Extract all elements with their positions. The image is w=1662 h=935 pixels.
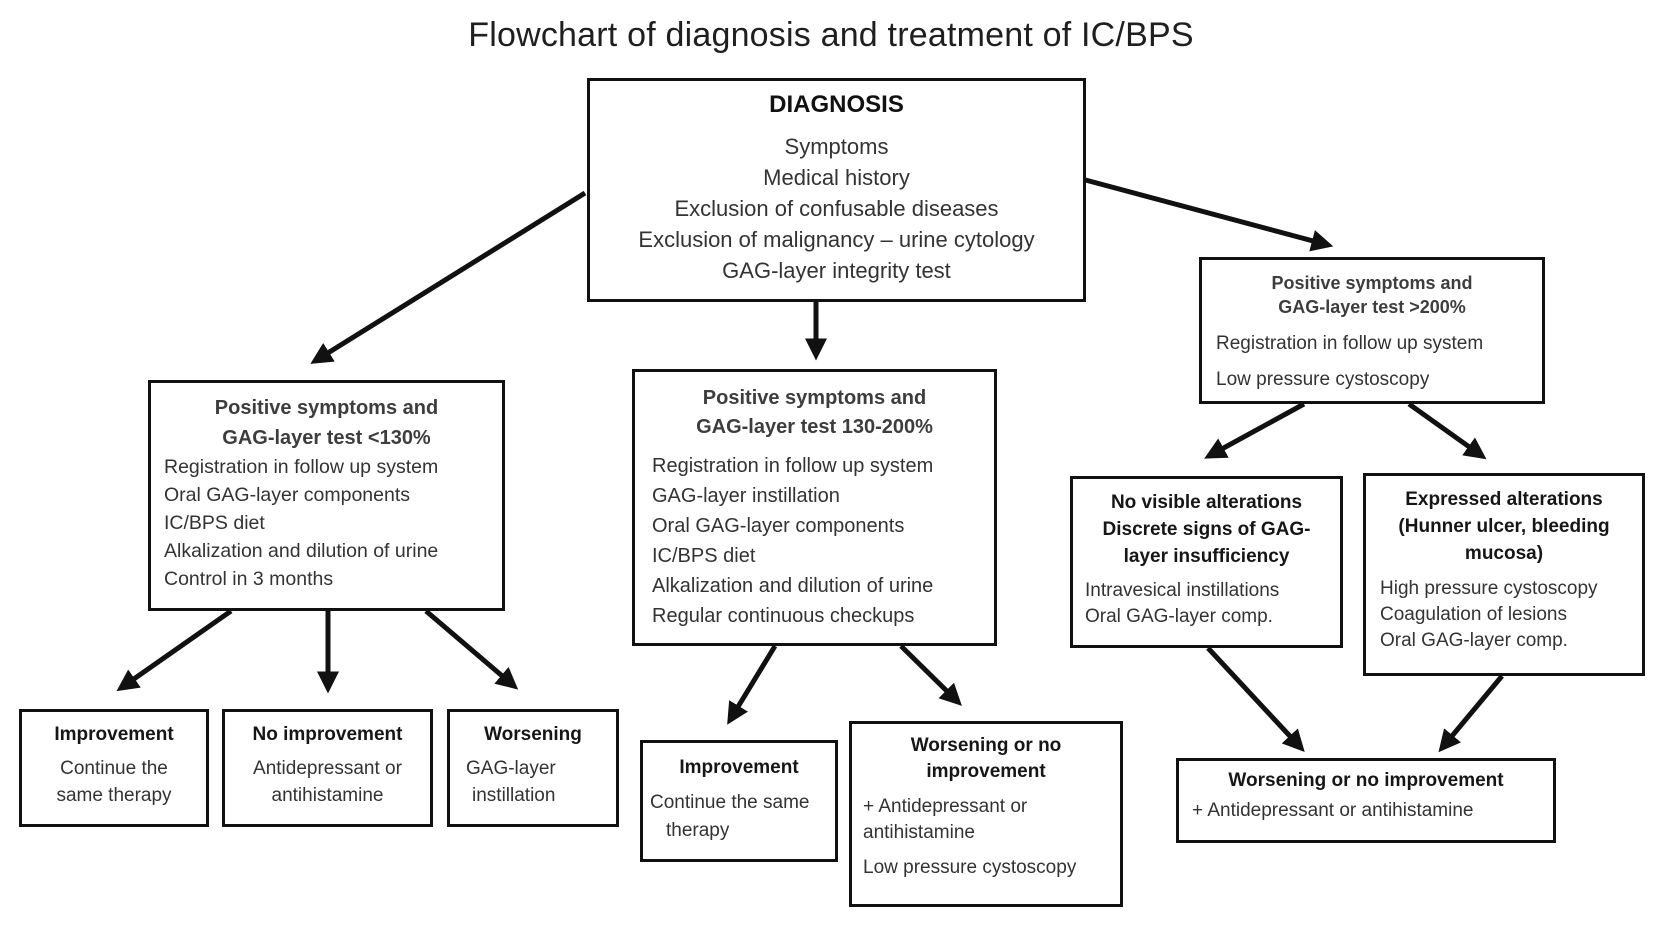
improvement-left-line: Continue the [60, 758, 168, 779]
no-visible-line: Oral GAG-layer comp. [1085, 606, 1273, 627]
arrow-mid-to-worsening [899, 644, 962, 706]
node-worsening-mid: Worsening or no improvement + Antidepres… [849, 721, 1123, 907]
node-branch-high: Positive symptoms and GAG-layer test >20… [1199, 257, 1545, 404]
node-worsening-left: Worsening GAG-layer instillation [447, 709, 619, 827]
arrow-high-to-expressed [1407, 401, 1487, 460]
diagnosis-line: Symptoms [784, 134, 889, 159]
arrow-expressed-to-worsening [1438, 674, 1504, 753]
arrow-no-visible-to-worsening [1206, 646, 1305, 753]
node-branch-low: Positive symptoms and GAG-layer test <13… [148, 380, 505, 611]
heading-line: improvement [926, 761, 1046, 782]
node-improvement-left: Improvement Continue the same therapy [19, 709, 209, 827]
node-no-improvement: No improvement Antidepressant or antihis… [222, 709, 433, 827]
node-branch-mid: Positive symptoms and GAG-layer test 130… [632, 369, 997, 646]
node-branch-low-heading: Positive symptoms and GAG-layer test <13… [151, 393, 502, 453]
branch-mid-line: IC/BPS diet [652, 545, 756, 567]
expressed-line: High pressure cystoscopy [1380, 578, 1598, 599]
improvement-mid-line: Continue the same [650, 792, 810, 813]
branch-mid-line: Oral GAG-layer components [652, 515, 905, 537]
diagnosis-line: Exclusion of malignancy – urine cytology [638, 227, 1035, 252]
worsening-mid-line: + Antidepressant or antihistamine [863, 796, 1028, 843]
arrow-diagnosis-to-branch-high [1077, 175, 1334, 252]
arrow-low-to-worsening [424, 609, 519, 690]
diagnosis-line: Exclusion of confusable diseases [674, 196, 999, 221]
heading-line: mucosa) [1464, 543, 1544, 564]
heading-line: Positive symptoms and [1271, 273, 1473, 293]
branch-low-line: Control in 3 months [164, 568, 334, 590]
diagnosis-line: GAG-layer integrity test [722, 258, 951, 283]
heading-line: Expressed alterations [1405, 489, 1603, 510]
node-improvement-mid-heading: Improvement [679, 757, 799, 778]
branch-mid-line: Regular continuous checkups [652, 605, 915, 627]
node-no-visible-heading: No visible alterations Discrete signs of… [1073, 489, 1340, 570]
node-expressed-alterations: Expressed alterations (Hunner ulcer, ble… [1363, 473, 1645, 676]
branch-low-line: Alkalization and dilution of urine [164, 540, 439, 562]
node-branch-high-heading: Positive symptoms and GAG-layer test >20… [1202, 271, 1542, 319]
node-diagnosis-heading: DIAGNOSIS [769, 91, 904, 118]
worsening-bottom-line: + Antidepressant or antihistamine [1192, 800, 1474, 821]
heading-line: Positive symptoms and [214, 397, 439, 419]
node-no-improvement-heading: No improvement [252, 724, 403, 745]
branch-high-line: Registration in follow up system [1216, 333, 1484, 354]
worsening-mid-line: Low pressure cystoscopy [863, 857, 1077, 878]
branch-low-line: IC/BPS diet [164, 512, 265, 534]
branch-mid-line: Registration in follow up system [652, 455, 934, 477]
heading-line: GAG-layer test <130% [222, 427, 431, 449]
heading-line: GAG-layer test >200% [1278, 297, 1466, 317]
arrow-low-to-improvement [116, 608, 233, 692]
page-title: Flowchart of diagnosis and treatment of … [468, 16, 1194, 54]
node-improvement-mid: Improvement Continue the same therapy [640, 740, 838, 862]
improvement-left-line: same therapy [56, 785, 172, 806]
branch-high-line: Low pressure cystoscopy [1216, 369, 1430, 390]
worsening-left-line: instillation [472, 785, 556, 806]
branch-low-line: Registration in follow up system [164, 456, 439, 478]
node-improvement-left-heading: Improvement [54, 724, 174, 745]
node-no-visible-alterations: No visible alterations Discrete signs of… [1070, 476, 1343, 648]
branch-mid-line: GAG-layer instillation [652, 485, 840, 507]
heading-line: GAG-layer test 130-200% [696, 416, 933, 438]
improvement-mid-line: therapy [666, 820, 730, 841]
heading-line: No visible alterations [1110, 492, 1303, 513]
node-expressed-heading: Expressed alterations (Hunner ulcer, ble… [1366, 486, 1642, 567]
branch-mid-line: Alkalization and dilution of urine [652, 575, 934, 597]
arrow-diagnosis-to-branch-low [310, 190, 587, 364]
arrow-mid-to-improvement [727, 644, 778, 725]
no-improvement-line: antihistamine [271, 785, 384, 806]
node-branch-mid-heading: Positive symptoms and GAG-layer test 130… [635, 384, 994, 442]
expressed-line: Coagulation of lesions [1380, 604, 1567, 625]
no-visible-line: Intravesical instillations [1085, 580, 1280, 601]
node-worsening-left-heading: Worsening [484, 724, 582, 745]
heading-line: Positive symptoms and [702, 387, 927, 409]
heading-line: (Hunner ulcer, bleeding [1398, 516, 1610, 537]
arrow-high-to-no-visible [1204, 401, 1306, 459]
heading-line: Worsening or no [910, 735, 1062, 756]
node-worsening-bottom: Worsening or no improvement + Antidepres… [1176, 758, 1556, 843]
heading-line: layer insufficiency [1123, 546, 1290, 567]
worsening-left-line: GAG-layer [466, 758, 556, 779]
branch-low-line: Oral GAG-layer components [164, 484, 411, 506]
expressed-line: Oral GAG-layer comp. [1380, 630, 1568, 651]
node-worsening-bottom-heading: Worsening or no improvement [1228, 770, 1504, 791]
node-worsening-mid-heading: Worsening or no improvement [852, 733, 1120, 785]
diagnosis-line: Medical history [763, 165, 910, 190]
heading-line: Discrete signs of GAG- [1102, 519, 1311, 540]
no-improvement-line: Antidepressant or [253, 758, 402, 779]
node-diagnosis: DIAGNOSIS Symptoms Medical history Exclu… [587, 78, 1086, 302]
